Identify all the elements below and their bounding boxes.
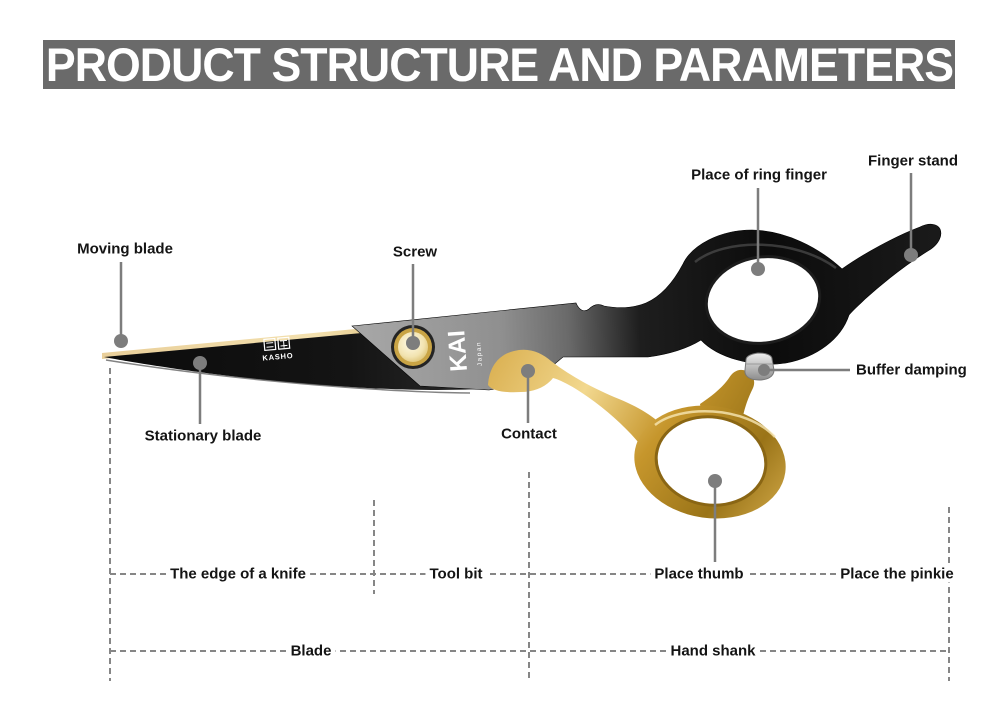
upper-handle-shape	[351, 223, 942, 391]
dot-place-thumb	[708, 474, 722, 488]
leader-dots	[114, 248, 918, 488]
blade-bottom-highlight	[105, 359, 471, 394]
thumb-ring-highlight	[654, 410, 776, 438]
title-banner: PRODUCT STRUCTURE AND PARAMETERS	[43, 40, 955, 89]
dim-label-edge-of-knife: The edge of a knife	[166, 565, 310, 583]
dimension-lines	[109, 368, 950, 681]
dim-label-place-the-pinkie: Place the pinkie	[836, 565, 958, 583]
dot-finger-stand	[904, 248, 918, 262]
thumb-hole	[654, 415, 768, 507]
upper-ring-highlight	[694, 243, 837, 270]
dim-label-place-thumb: Place thumb	[650, 565, 748, 583]
dot-screw	[406, 336, 420, 350]
page-title: PRODUCT STRUCTURE AND PARAMETERS	[45, 38, 953, 91]
dot-contact	[521, 364, 535, 378]
label-place-of-ring-finger: Place of ring finger	[691, 166, 827, 184]
dot-stationary-blade	[193, 356, 207, 370]
dim-label-blade: Blade	[286, 642, 336, 660]
label-buffer-damping: Buffer damping	[856, 361, 967, 379]
kasho-logo: KASHO	[262, 336, 294, 363]
dot-moving-blade	[114, 334, 128, 348]
svg-text:KASHO: KASHO	[262, 351, 294, 363]
label-contact: Contact	[501, 425, 557, 443]
label-finger-stand: Finger stand	[867, 152, 959, 170]
label-stationary-blade: Stationary blade	[144, 427, 262, 445]
dot-place-of-ring-finger	[751, 262, 765, 276]
scissors-illustration: KAI Japan KASHO	[102, 223, 942, 519]
svg-text:KAI: KAI	[443, 329, 473, 372]
dim-label-hand-shank: Hand shank	[666, 642, 760, 660]
dot-buffer-damping	[758, 364, 770, 376]
dim-label-tool-bit: Tool bit	[425, 565, 487, 583]
svg-text:Japan: Japan	[475, 341, 484, 367]
kai-logo: KAI Japan	[443, 329, 484, 372]
ring-finger-hole	[704, 255, 822, 345]
label-screw: Screw	[392, 243, 438, 261]
label-moving-blade: Moving blade	[77, 240, 173, 258]
leader-lines	[119, 173, 913, 562]
